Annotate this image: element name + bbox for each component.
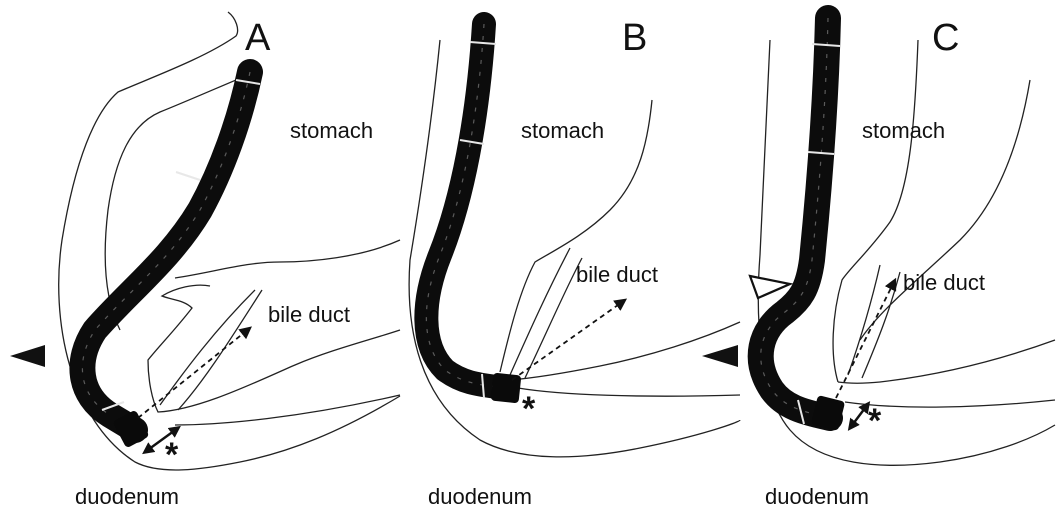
stomach-label-c: stomach bbox=[862, 118, 945, 143]
open-arrowhead-marker-c bbox=[750, 276, 790, 298]
endoscope-shaft-b bbox=[426, 24, 505, 388]
asterisk-c: * bbox=[868, 402, 882, 440]
stomach-label-a: stomach bbox=[290, 118, 373, 143]
panel-letter-c: C bbox=[932, 17, 959, 59]
duodenum-label-a: duodenum bbox=[75, 484, 179, 509]
duodenum-upper-wall-b bbox=[510, 322, 740, 380]
filled-arrowhead-marker-a bbox=[10, 345, 45, 367]
endoscope-shaft-c bbox=[761, 18, 830, 418]
scope-ring-a2 bbox=[176, 172, 200, 180]
duodenum-label-b: duodenum bbox=[428, 484, 532, 509]
panel-c: C stomach bile duct duodenum * bbox=[702, 17, 1055, 509]
duodenum-upper-wall-c bbox=[838, 340, 1055, 383]
panel-letter-a: A bbox=[245, 17, 271, 59]
duodenum-lower-wall-b bbox=[518, 388, 740, 396]
cannulation-axis-arrow-a bbox=[138, 328, 250, 418]
stomach-lower-wall-a bbox=[175, 240, 400, 278]
cannulation-axis-arrow-c bbox=[836, 280, 895, 398]
stomach-label-b: stomach bbox=[521, 118, 604, 143]
bile-duct-label-b: bile duct bbox=[576, 262, 658, 287]
bile-duct-wall-2-a bbox=[178, 290, 262, 410]
asterisk-b: * bbox=[522, 390, 536, 428]
duodenum-lower-wall-a bbox=[175, 395, 400, 425]
bile-duct-wall-2-c bbox=[862, 272, 900, 378]
bile-duct-wall-2-b bbox=[525, 258, 582, 378]
panel-a: A stomach bile duct duodenum * bbox=[10, 12, 400, 509]
stomach-inner-wall-c bbox=[833, 40, 918, 382]
cannulation-axis-arrow-b bbox=[512, 300, 625, 380]
filled-arrowhead-marker-c bbox=[702, 345, 738, 367]
duodenum-label-c: duodenum bbox=[765, 484, 869, 509]
bile-duct-wall-1-b bbox=[510, 248, 570, 375]
distance-arrow-c bbox=[850, 404, 868, 428]
panel-b: B stomach bile duct duodenum * bbox=[409, 17, 740, 509]
asterisk-a: * bbox=[165, 436, 179, 474]
bile-duct-label-c: bile duct bbox=[903, 270, 985, 295]
panel-letter-b: B bbox=[622, 17, 647, 59]
bile-duct-label-a: bile duct bbox=[268, 302, 350, 327]
endoscope-shaft-a bbox=[82, 72, 250, 430]
endoscope-tip-b bbox=[491, 373, 522, 404]
